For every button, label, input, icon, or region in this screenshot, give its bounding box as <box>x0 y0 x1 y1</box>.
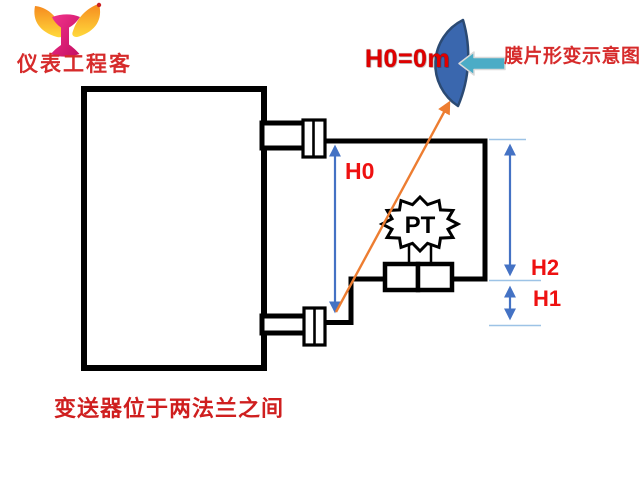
callout-left-arrow-icon <box>458 51 506 76</box>
caption-text: 变送器位于两法兰之间 <box>54 396 285 422</box>
top-flange <box>301 118 327 159</box>
transmitter-tag: PT <box>405 212 436 239</box>
diaphragm-note-label: 膜片形变示意图 <box>504 45 640 67</box>
h0-equation-label: H0=0m <box>365 45 451 73</box>
capillary-block-right <box>415 261 455 293</box>
h2-dimension-label: H2 <box>531 255 560 280</box>
dimension-ticks <box>489 138 541 327</box>
tank-vessel <box>81 86 267 371</box>
h0-dimension-label: H0 <box>345 158 375 184</box>
capillary-block-left <box>382 261 421 293</box>
brand-text: 仪表工程客 <box>17 51 132 76</box>
h1-dimension-label: H1 <box>533 286 562 311</box>
bottom-nozzle <box>259 313 310 336</box>
diaphragm-pointer-line <box>334 100 451 313</box>
top-nozzle <box>259 120 308 151</box>
bull-horns-logo-icon <box>34 2 102 57</box>
transmitter-bubble <box>378 194 462 254</box>
bottom-flange <box>302 306 327 347</box>
